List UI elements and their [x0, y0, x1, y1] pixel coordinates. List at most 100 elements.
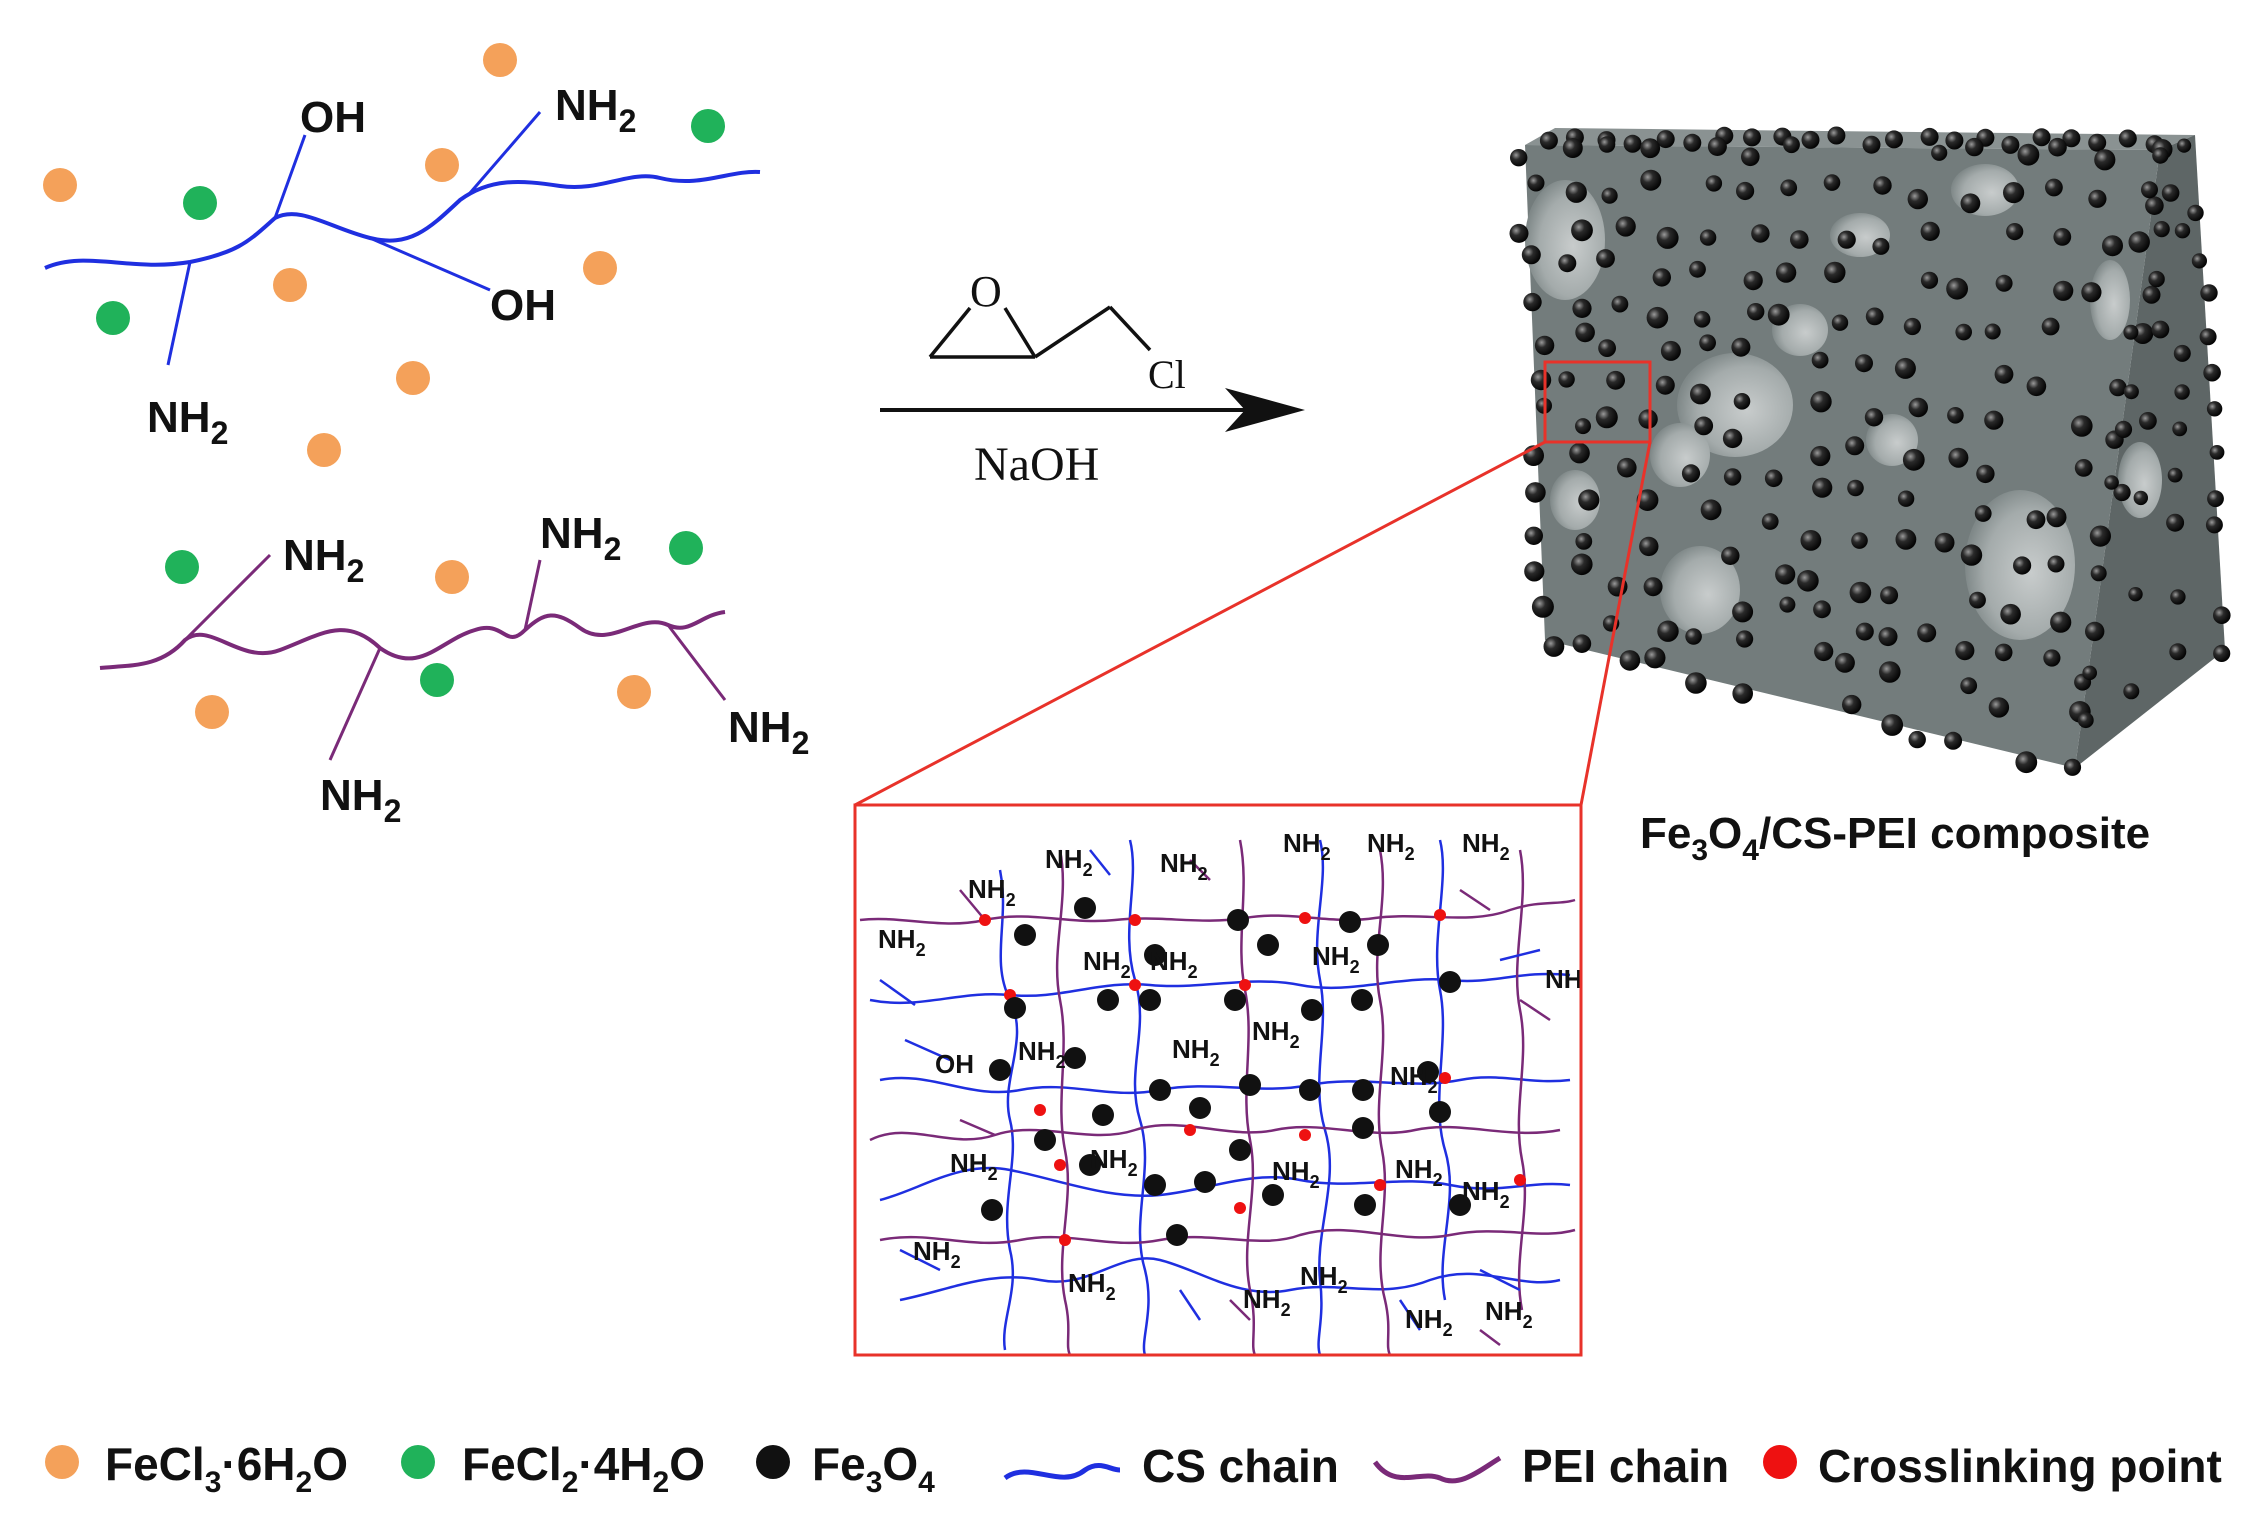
cube-particle: [2153, 221, 2170, 238]
cube-particle: [1652, 268, 1672, 287]
inset-nh2-label: NH2: [1405, 1304, 1453, 1340]
cube-particle: [1640, 138, 1661, 159]
pei-nh2-label-3: NH2: [728, 703, 809, 761]
cube-particle: [1623, 134, 1642, 153]
pei-nh2-label-4: NH2: [320, 771, 401, 829]
cube-particle: [1800, 530, 1822, 551]
cube-particle: [1736, 181, 1755, 201]
inset-nh2-label: NH2: [1272, 1156, 1320, 1192]
cs-reactant-group: OH OH NH2 NH2: [43, 43, 761, 467]
legend-pei-label: PEI chain: [1522, 1440, 1729, 1492]
fecl2-dot: [669, 531, 703, 565]
cube-particle: [1775, 262, 1797, 283]
cube-particle: [1643, 577, 1663, 597]
fecl3-dot: [617, 675, 651, 709]
cube-particle: [1764, 469, 1783, 488]
cube-particle: [1965, 137, 1984, 157]
cube-particle: [2090, 565, 2107, 582]
cs-branch-nh2-2: [468, 111, 542, 194]
fecl3-dot: [483, 43, 517, 77]
cube-particle: [1761, 513, 1779, 530]
cube-particle: [2169, 643, 2187, 661]
cube-particle: [1521, 245, 1541, 265]
cube-particle: [1615, 216, 1636, 237]
fecl2-dot: [165, 550, 199, 584]
legend-pei-swatch: [1372, 1455, 1502, 1484]
cube-particle: [1509, 223, 1529, 243]
cube-particle: [1988, 697, 2010, 718]
reactant-dots-bottom: [165, 531, 703, 729]
cube-particle: [2001, 135, 2020, 154]
cube-particle: [1879, 661, 1901, 683]
cube-particle: [1779, 596, 1796, 613]
cube-particle: [1539, 131, 1558, 150]
cube-particle: [2133, 490, 2148, 506]
cube-particle: [1947, 407, 1964, 424]
cube-particle: [2053, 280, 2074, 301]
inset-nh2-label: NH2: [1018, 1036, 1066, 1072]
cube-particle: [1699, 334, 1716, 352]
cube-particle: [1681, 464, 1701, 483]
cube-particle: [2088, 133, 2107, 152]
cube-particle: [2145, 196, 2164, 215]
cube-particle: [1694, 416, 1714, 436]
cube-particle: [1813, 600, 1831, 619]
cube-particle: [2123, 324, 2139, 340]
cube-particle: [1644, 647, 1666, 669]
legend-item-pei: PEI chain: [1372, 1440, 1729, 1492]
cube-particle: [1596, 249, 1615, 268]
cube-particle: [2123, 384, 2139, 400]
chloride-label: Cl: [1148, 352, 1186, 397]
cube-particle: [1810, 391, 1832, 413]
cube-particle: [1732, 601, 1754, 623]
cube-particle: [2109, 378, 2127, 397]
cube-particle: [1908, 730, 1926, 749]
cube-particle: [1976, 464, 1995, 484]
cube-particle: [1908, 397, 1929, 418]
cube-particle: [1831, 314, 1849, 331]
cube-particle: [1810, 445, 1831, 467]
cube-particle: [2139, 412, 2157, 430]
fecl3-dot: [425, 148, 459, 182]
fecl3-dot: [43, 168, 77, 202]
legend-crosslink-label: Crosslinking point: [1818, 1440, 2222, 1492]
fecl2-dot: [96, 301, 130, 335]
cube-particle: [2174, 384, 2190, 400]
cube-particle: [1527, 174, 1545, 192]
cube-particle: [1934, 532, 1955, 553]
cube-particle: [1721, 546, 1740, 565]
epoxide-oxygen: O: [970, 267, 1002, 316]
cube-particle: [1974, 505, 1992, 522]
cube-particle: [1880, 586, 1899, 605]
naoh-label: NaOH: [974, 438, 1099, 491]
cube-particle: [1572, 634, 1592, 653]
cube-particle: [2047, 555, 2065, 573]
cs-branch-oh-1: [273, 134, 307, 219]
cube-particle: [1751, 224, 1770, 243]
cube-particle: [1847, 479, 1864, 497]
cube-particle: [1741, 147, 1760, 167]
cube-particle: [1575, 418, 1591, 435]
pei-branch-4: [666, 624, 727, 701]
cube-zoom-region: [1543, 360, 1652, 444]
inset-nh2-label: NH2: [1150, 946, 1198, 982]
cube-particle: [2000, 603, 2021, 625]
cube-particle: [1530, 369, 1552, 391]
cube-particle: [2148, 270, 2165, 288]
cube-particle: [2026, 376, 2047, 397]
cube-particle: [2187, 204, 2204, 222]
cube-particle: [1733, 393, 1751, 410]
cube-particle: [1895, 529, 1917, 550]
cube-particle: [1837, 230, 1856, 249]
pei-branch-3: [523, 559, 542, 631]
legend: FeCl3·6H2O FeCl2·4H2O Fe3O4 CS chain PEI…: [45, 1438, 2222, 1499]
cube-particle: [1510, 149, 1528, 167]
inset-nh2-label: NH2: [1172, 1034, 1220, 1070]
pei-chain: [99, 610, 726, 670]
cube-particle: [1960, 677, 1978, 695]
fecl3-dot: [583, 251, 617, 285]
reaction-arrow-group: O Cl NaOH: [880, 267, 1305, 491]
cube-particle: [1834, 652, 1855, 673]
cube-particle: [1864, 408, 1884, 427]
fecl3-dot: [307, 433, 341, 467]
